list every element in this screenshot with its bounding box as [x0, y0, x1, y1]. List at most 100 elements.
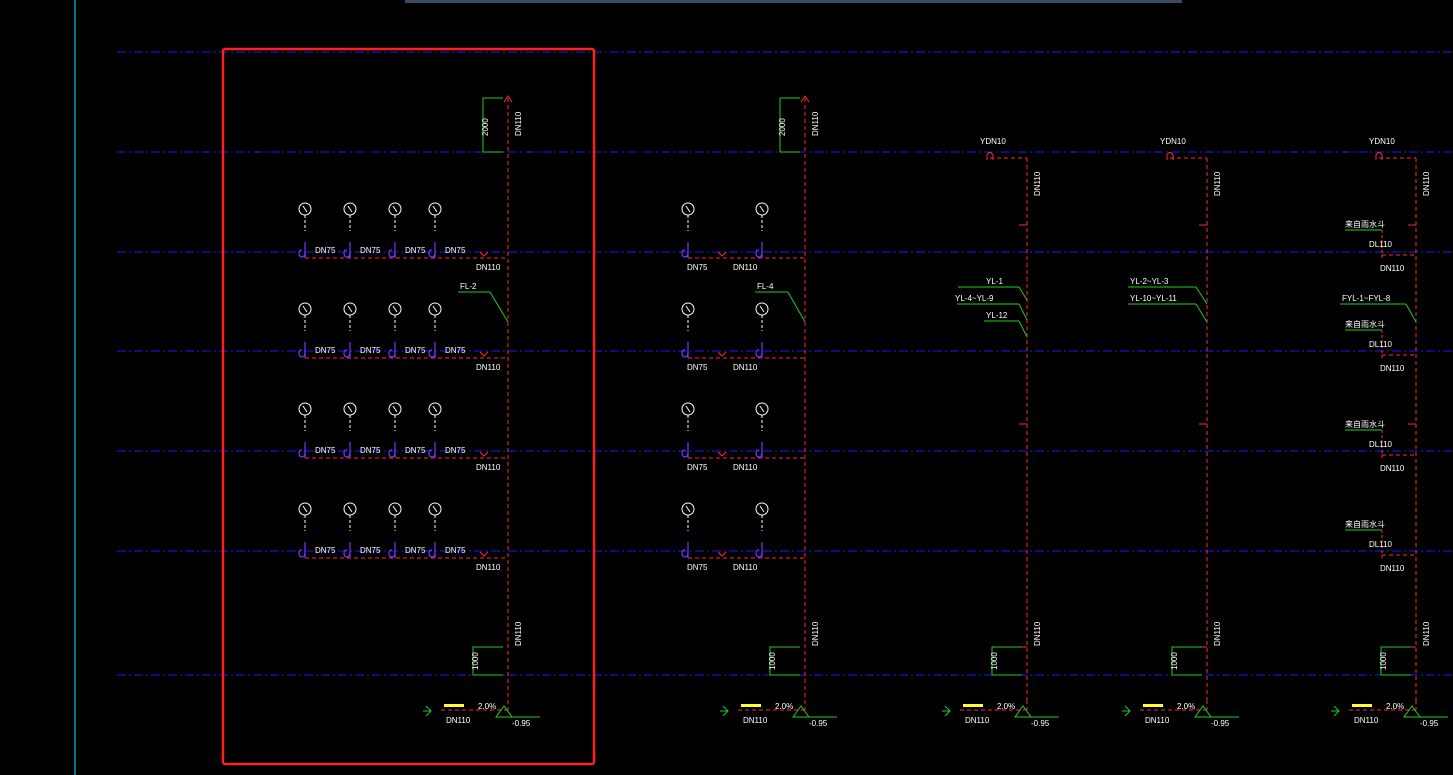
- branch-size-label: DN75: [360, 446, 381, 455]
- base-height-label: 1000: [1379, 652, 1388, 670]
- fixture-symbol-glyph: [432, 305, 438, 313]
- p-trap-symbol: [755, 542, 763, 558]
- branch-size-label: DN110: [733, 363, 758, 372]
- outlet-arrow-icon: [942, 705, 951, 717]
- stack-size-label: DN110: [1213, 621, 1222, 646]
- branch-size-label: DN75: [445, 446, 466, 455]
- floor-drain-icon: [717, 351, 727, 357]
- p-trap-symbol: [388, 442, 396, 458]
- slope-label: 2.0%: [1177, 702, 1195, 711]
- floor-drain-icon: [479, 251, 489, 257]
- p-trap-symbol: [755, 242, 763, 258]
- slope-label: 2.0%: [775, 702, 793, 711]
- branch-size-label: DL110: [1369, 440, 1393, 449]
- stack-id-label: YL-10~YL-11: [1130, 294, 1177, 303]
- ground-elevation-label: -0.95: [1420, 719, 1439, 728]
- branch-size-label: DL110: [1369, 540, 1393, 549]
- branch-size-label: DN110: [1380, 464, 1405, 473]
- branch-size-label: DN75: [405, 346, 426, 355]
- branch-size-label: DN110: [476, 563, 501, 572]
- fixture-symbol-glyph: [347, 305, 353, 313]
- branch-size-label: DN75: [360, 546, 381, 555]
- p-trap-symbol: [388, 342, 396, 358]
- fixture-symbol-glyph: [392, 505, 398, 513]
- floor-drain-icon: [717, 251, 727, 257]
- p-trap-symbol: [298, 442, 306, 458]
- branch-size-label: DN110: [733, 463, 758, 472]
- p-trap-symbol: [428, 342, 436, 358]
- fixture-symbol-glyph: [347, 505, 353, 513]
- floor-level-lines: [117, 51, 1453, 676]
- p-trap-symbol: [343, 242, 351, 258]
- fixture-symbol-glyph: [432, 205, 438, 213]
- branch-size-label: DN75: [315, 346, 336, 355]
- p-trap-symbol: [681, 342, 689, 358]
- p-trap-symbol: [755, 442, 763, 458]
- branch-size-label: DN75: [405, 446, 426, 455]
- branch-size-label: DN75: [405, 246, 426, 255]
- fixture-symbol-glyph: [432, 505, 438, 513]
- base-height-label: 1000: [768, 652, 777, 670]
- p-trap-symbol: [298, 242, 306, 258]
- branch-size-label: DN75: [445, 346, 466, 355]
- fixture-symbol-glyph: [685, 205, 691, 213]
- outlet-arrow-icon: [423, 705, 432, 717]
- branch-size-label: DN110: [733, 563, 758, 572]
- vent-dimension-line: [779, 97, 800, 153]
- stack-id-label: YL-4~YL-9: [955, 294, 994, 303]
- base-height-label: 1000: [471, 652, 480, 670]
- fixture-symbol-glyph: [347, 405, 353, 413]
- fixture-symbol-glyph: [392, 405, 398, 413]
- branch-size-label: DN75: [687, 263, 708, 272]
- base-dimension-line: [769, 646, 800, 676]
- vent-height-label: 2000: [481, 118, 490, 136]
- top-bar: [405, 0, 1182, 3]
- branch-size-label: DL110: [1369, 240, 1393, 249]
- p-trap-symbol: [428, 542, 436, 558]
- fixture-symbol-glyph: [432, 405, 438, 413]
- stack-id-label: YL-12: [986, 311, 1008, 320]
- vent-dimension-line: [482, 97, 503, 153]
- leader-line: [1195, 286, 1208, 305]
- outlet-size-label: DN110: [446, 716, 471, 725]
- slope-arrow-icon: [1143, 704, 1163, 707]
- selection-box[interactable]: [221, 47, 596, 766]
- p-trap-symbol: [681, 242, 689, 258]
- p-trap-symbol: [343, 542, 351, 558]
- p-trap-symbol: [428, 442, 436, 458]
- p-trap-symbol: [343, 342, 351, 358]
- stack-size-label: DN110: [811, 111, 820, 136]
- fixture-symbol-glyph: [685, 405, 691, 413]
- fixture-symbol-glyph: [302, 205, 308, 213]
- vent-cap-icon: [503, 95, 513, 103]
- stack-size-label: DN110: [514, 621, 523, 646]
- rain-inlet-size-label: YDN10: [980, 137, 1006, 146]
- p-trap-symbol: [428, 242, 436, 258]
- slope-label: 2.0%: [1386, 702, 1404, 711]
- branch-size-label: DN75: [687, 563, 708, 572]
- leader-line: [787, 291, 806, 323]
- fixture-symbol-glyph: [302, 505, 308, 513]
- floor-drain-icon: [717, 551, 727, 557]
- base-height-label: 1000: [990, 652, 999, 670]
- leader-line: [1195, 303, 1208, 323]
- leader-line: [489, 291, 509, 323]
- branch-size-label: DN75: [315, 546, 336, 555]
- ground-elevation-label: -0.95: [1031, 719, 1050, 728]
- roof-drain-icon: [1375, 152, 1383, 160]
- branch-size-label: DN75: [405, 546, 426, 555]
- p-trap-symbol: [755, 342, 763, 358]
- branch-size-label: DN110: [476, 263, 501, 272]
- stack-id-label: FYL-1~FYL-8: [1342, 294, 1391, 303]
- drain-note-label: 来自雨水斗: [1345, 519, 1385, 529]
- ground-elevation-label: -0.95: [512, 719, 531, 728]
- fixture-symbol-glyph: [392, 305, 398, 313]
- leader-line: [1018, 286, 1028, 301]
- fixture-symbol-glyph: [302, 405, 308, 413]
- branch-size-label: DN75: [687, 363, 708, 372]
- rain-inlet-size-label: YDN10: [1369, 137, 1395, 146]
- fixture-symbol-glyph: [759, 505, 765, 513]
- outlet-size-label: DN110: [743, 716, 768, 725]
- slope-arrow-icon: [444, 704, 464, 707]
